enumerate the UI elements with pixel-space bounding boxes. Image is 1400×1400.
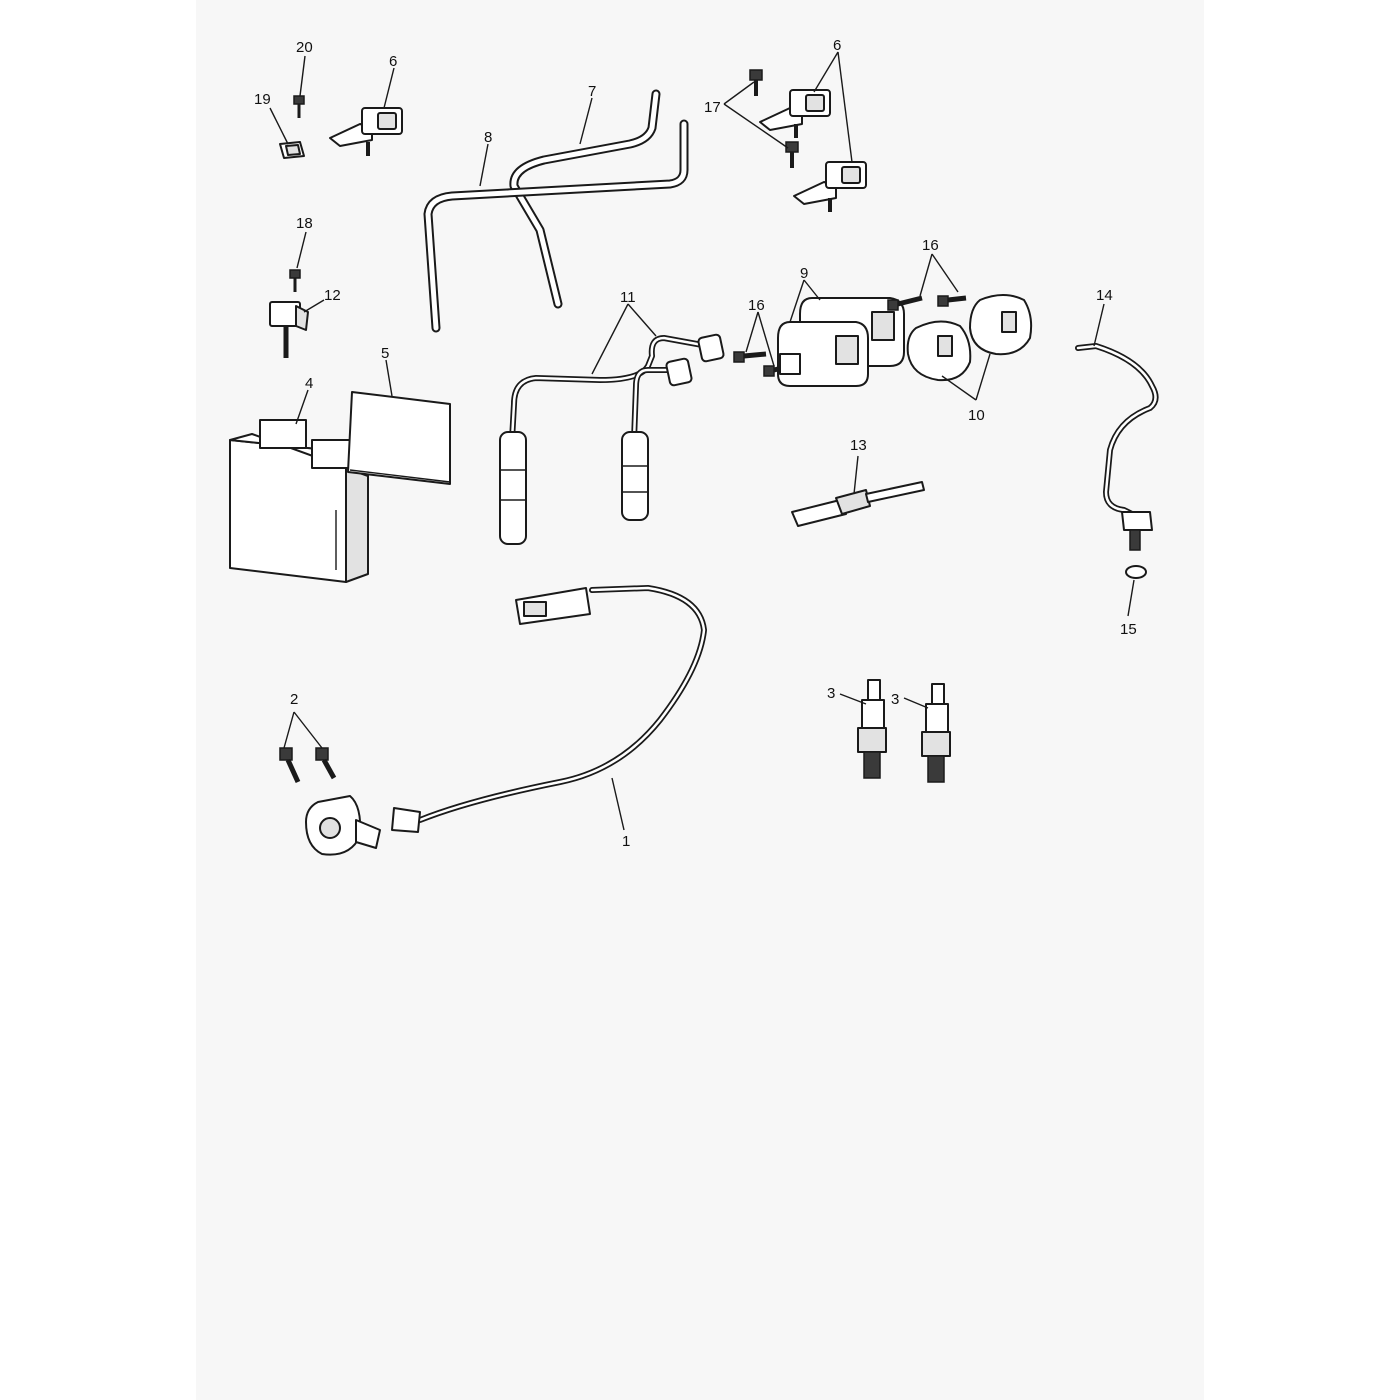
- callout-7: 7: [588, 83, 596, 100]
- part-11-ht-leads: [499, 333, 725, 545]
- callout-6-left: 6: [389, 53, 397, 70]
- part-3-spark-plug-left: [857, 679, 887, 779]
- callout-8: 8: [484, 129, 492, 146]
- callout-numbers: 20 19 6 18 12 4 5 7 8 6 17 11 9 16 16 10…: [254, 37, 1137, 850]
- callout-16-left: 16: [748, 297, 765, 314]
- part-16-bolts-right: [887, 295, 967, 311]
- callout-15: 15: [1120, 621, 1137, 638]
- callout-4: 4: [305, 375, 313, 392]
- callout-13: 13: [850, 437, 867, 454]
- part-3-spark-plug-right: [921, 683, 951, 783]
- part-6-sensor-right-upper: [759, 89, 831, 138]
- callout-9: 9: [800, 265, 808, 282]
- callout-14: 14: [1096, 287, 1113, 304]
- part-17-bolts: [749, 69, 799, 168]
- part-10-caps: [906, 294, 1033, 382]
- callout-3-left: 3: [827, 685, 835, 702]
- callout-10: 10: [968, 407, 985, 424]
- callout-17: 17: [704, 99, 721, 116]
- callout-11: 11: [620, 289, 636, 306]
- part-9-ignition-coils: [777, 297, 905, 387]
- part-8-hose: [423, 119, 689, 333]
- part-6-sensor-left: [329, 107, 403, 156]
- callout-16-right: 16: [922, 237, 939, 254]
- callout-12: 12: [324, 287, 341, 304]
- part-13-sensor: [791, 481, 925, 527]
- part-14-sensor-lead: [1075, 343, 1159, 551]
- part-15-washer: [1125, 565, 1147, 579]
- callout-20: 20: [296, 39, 313, 56]
- callout-18: 18: [296, 215, 313, 232]
- part-20-bolt: [293, 95, 305, 118]
- callout-5: 5: [381, 345, 389, 362]
- callout-3-right: 3: [891, 691, 899, 708]
- part-2-bolts: [279, 747, 337, 784]
- part-5-pad: [347, 391, 451, 485]
- part-7-hose: [509, 89, 661, 309]
- part-19-clip: [279, 141, 305, 159]
- part-1-sensor-with-lead: [305, 585, 707, 856]
- part-12-sensor: [269, 301, 309, 358]
- diagram-sheet: [196, 0, 1204, 1400]
- part-18-bolt: [289, 269, 301, 292]
- callout-1: 1: [622, 833, 630, 850]
- callout-2: 2: [290, 691, 298, 708]
- part-6-sensor-right-lower: [793, 161, 867, 212]
- part-4-ecu: [229, 419, 369, 583]
- leader-lines: [269, 51, 1135, 831]
- callout-19: 19: [254, 91, 271, 108]
- callout-6-right: 6: [833, 37, 841, 54]
